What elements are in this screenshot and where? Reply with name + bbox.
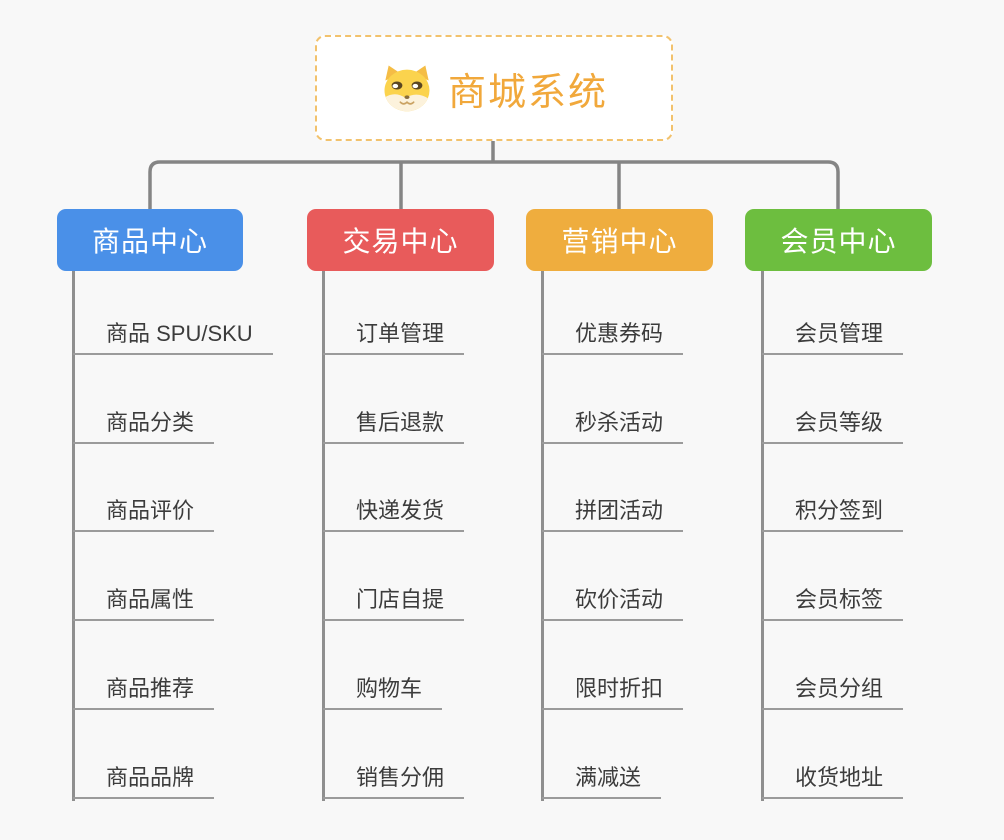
branch-trunk-line [322, 271, 325, 801]
leaf-node[interactable]: 商品品牌 [73, 764, 215, 799]
leaf-node[interactable]: 砍价活动 [542, 586, 684, 621]
leaf-node[interactable]: 商品推荐 [73, 675, 215, 710]
leaf-node[interactable]: 商品分类 [73, 409, 215, 444]
branch-node-label: 会员中心 [780, 226, 897, 257]
leaf-node[interactable]: 会员标签 [762, 586, 904, 621]
leaf-node[interactable]: 订单管理 [323, 320, 465, 355]
leaf-node[interactable]: 秒杀活动 [542, 409, 684, 444]
leaf-node[interactable]: 限时折扣 [542, 675, 684, 710]
leaf-node[interactable]: 会员等级 [762, 409, 904, 444]
branch-node-label: 交易中心 [342, 226, 459, 257]
dog-face-icon [384, 65, 430, 112]
leaf-node[interactable]: 拼团活动 [542, 497, 684, 532]
leaf-node[interactable]: 积分签到 [762, 497, 904, 532]
leaf-node[interactable]: 会员分组 [762, 675, 904, 710]
leaf-node[interactable]: 收货地址 [762, 764, 904, 799]
branch-node-members[interactable]: 会员中心 [745, 209, 932, 271]
branch-trunk-line [761, 271, 764, 801]
leaf-node[interactable]: 会员管理 [762, 320, 904, 355]
leaf-node[interactable]: 满减送 [542, 764, 662, 799]
root-node[interactable]: 商城系统 [315, 35, 673, 141]
leaf-node[interactable]: 商品属性 [73, 586, 215, 621]
leaf-node[interactable]: 销售分佣 [323, 764, 465, 799]
branch-node-label: 营销中心 [561, 226, 678, 257]
branch-trunk-line [541, 271, 544, 801]
branch-trunk-line [72, 271, 75, 801]
leaf-node[interactable]: 快递发货 [323, 497, 465, 532]
leaf-node[interactable]: 优惠券码 [542, 320, 684, 355]
leaf-node[interactable]: 购物车 [323, 675, 443, 710]
leaf-node[interactable]: 商品 SPU/SKU [73, 320, 273, 355]
leaf-node[interactable]: 售后退款 [323, 409, 465, 444]
branch-node-products[interactable]: 商品中心 [57, 209, 243, 271]
branch-node-label: 商品中心 [91, 226, 208, 257]
leaf-node[interactable]: 门店自提 [323, 586, 465, 621]
branch-node-trade[interactable]: 交易中心 [307, 209, 494, 271]
root-node-label: 商城系统 [447, 71, 608, 114]
branch-node-marketing[interactable]: 营销中心 [526, 209, 713, 271]
leaf-node[interactable]: 商品评价 [73, 497, 215, 532]
